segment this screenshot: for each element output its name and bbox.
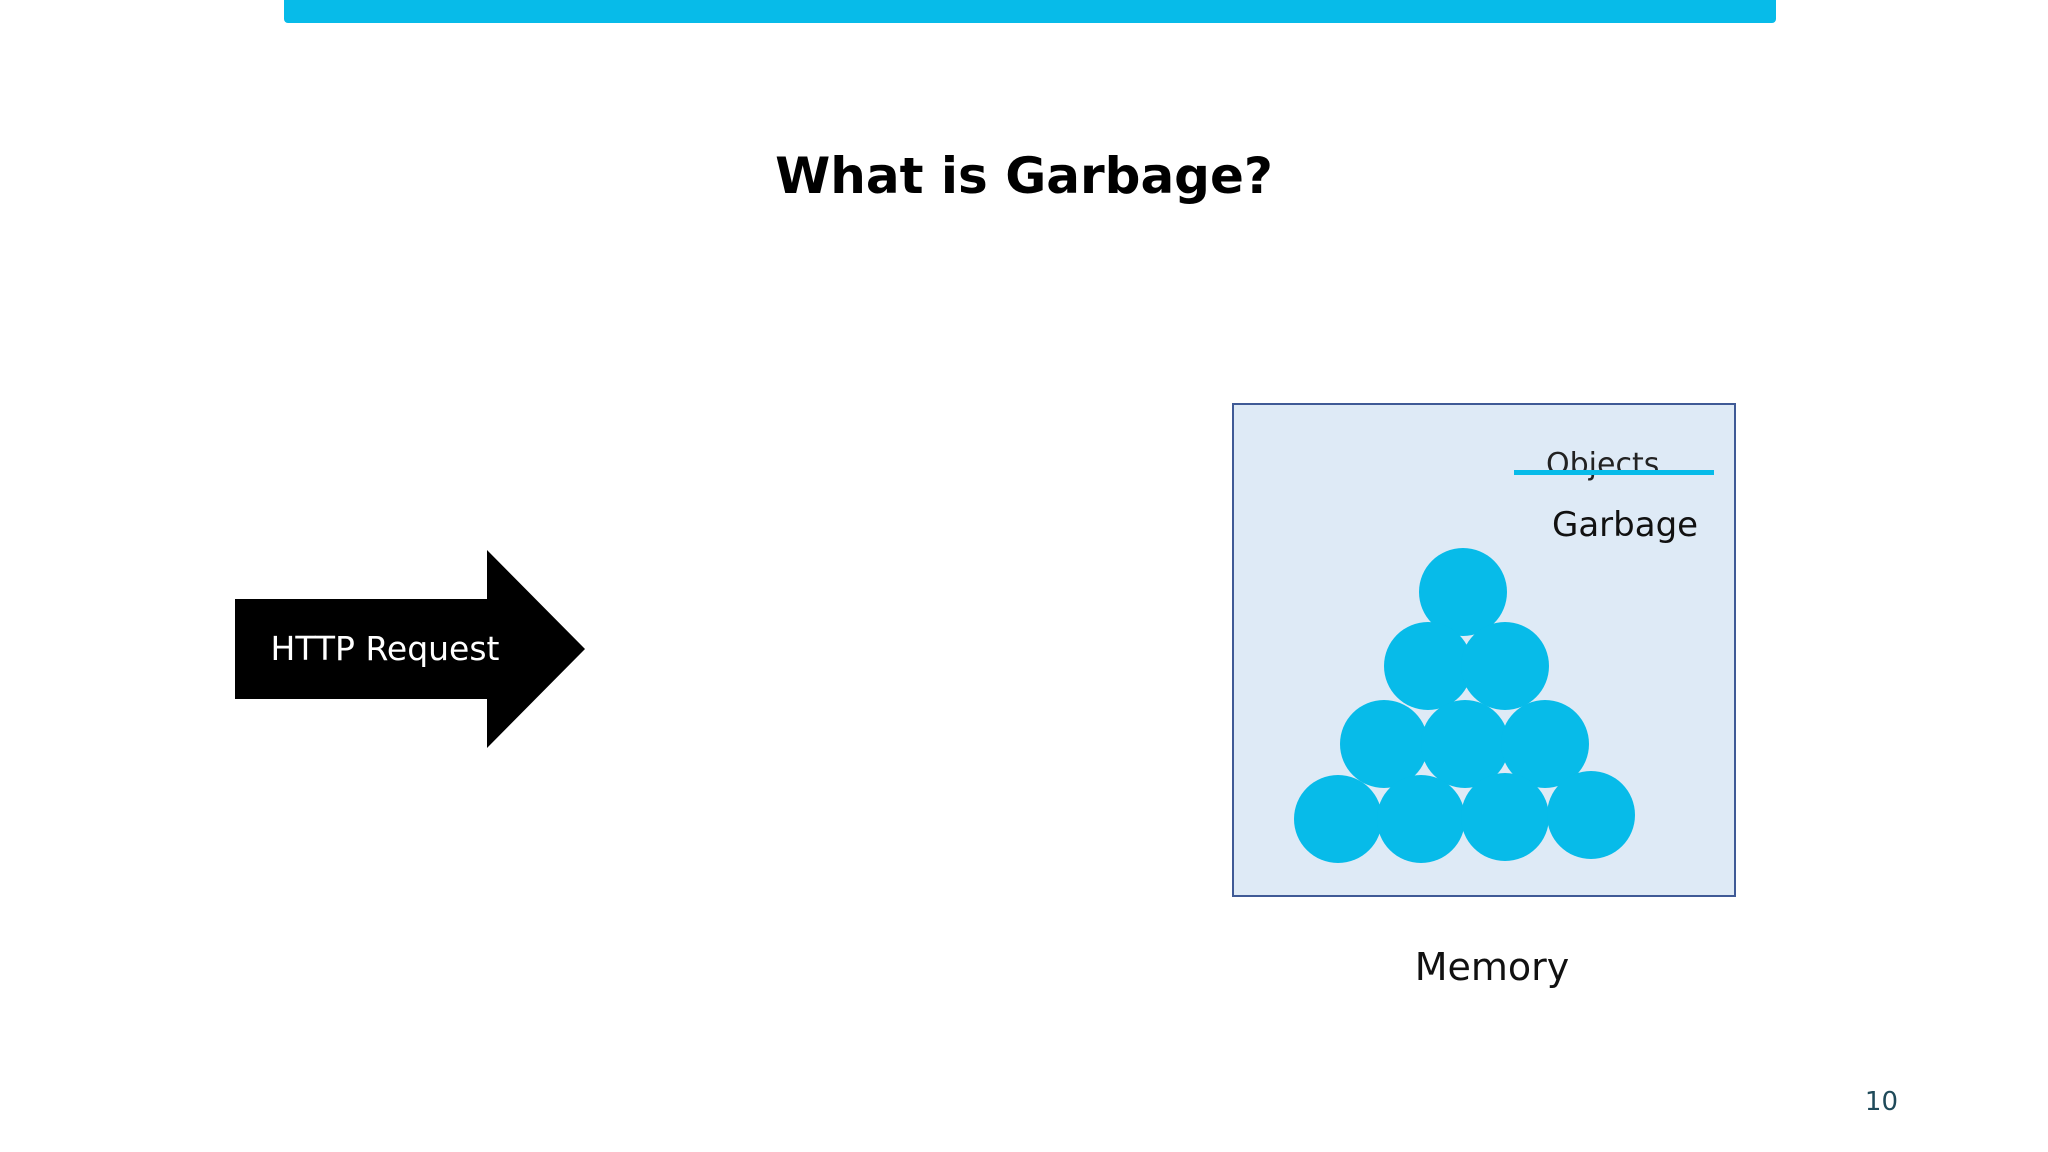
objects-label-struck: Objects xyxy=(1546,447,1660,482)
arrow-label: HTTP Request xyxy=(270,629,500,668)
memory-object-circle xyxy=(1294,775,1382,863)
memory-box: Objects Garbage xyxy=(1232,403,1736,897)
memory-object-circle xyxy=(1419,548,1507,636)
memory-objects-svg xyxy=(1294,548,1635,863)
memory-object-circle xyxy=(1340,700,1428,788)
http-request-arrow: HTTP Request xyxy=(235,550,585,748)
top-accent-bar xyxy=(284,0,1776,23)
arrow-shape xyxy=(235,550,585,748)
slide-title: What is Garbage? xyxy=(775,147,1273,205)
memory-object-circle xyxy=(1461,622,1549,710)
memory-object-circle xyxy=(1384,622,1472,710)
strikethrough-line xyxy=(1514,470,1714,475)
memory-caption: Memory xyxy=(1414,945,1570,989)
memory-object-circle xyxy=(1377,775,1465,863)
memory-object-circle xyxy=(1421,700,1509,788)
memory-object-circle xyxy=(1461,773,1549,861)
memory-object-circle xyxy=(1501,700,1589,788)
garbage-label: Garbage xyxy=(1552,505,1699,545)
memory-object-circle xyxy=(1547,771,1635,859)
arrow-polygon xyxy=(235,550,585,748)
page-number: 10 xyxy=(1864,1087,1898,1117)
